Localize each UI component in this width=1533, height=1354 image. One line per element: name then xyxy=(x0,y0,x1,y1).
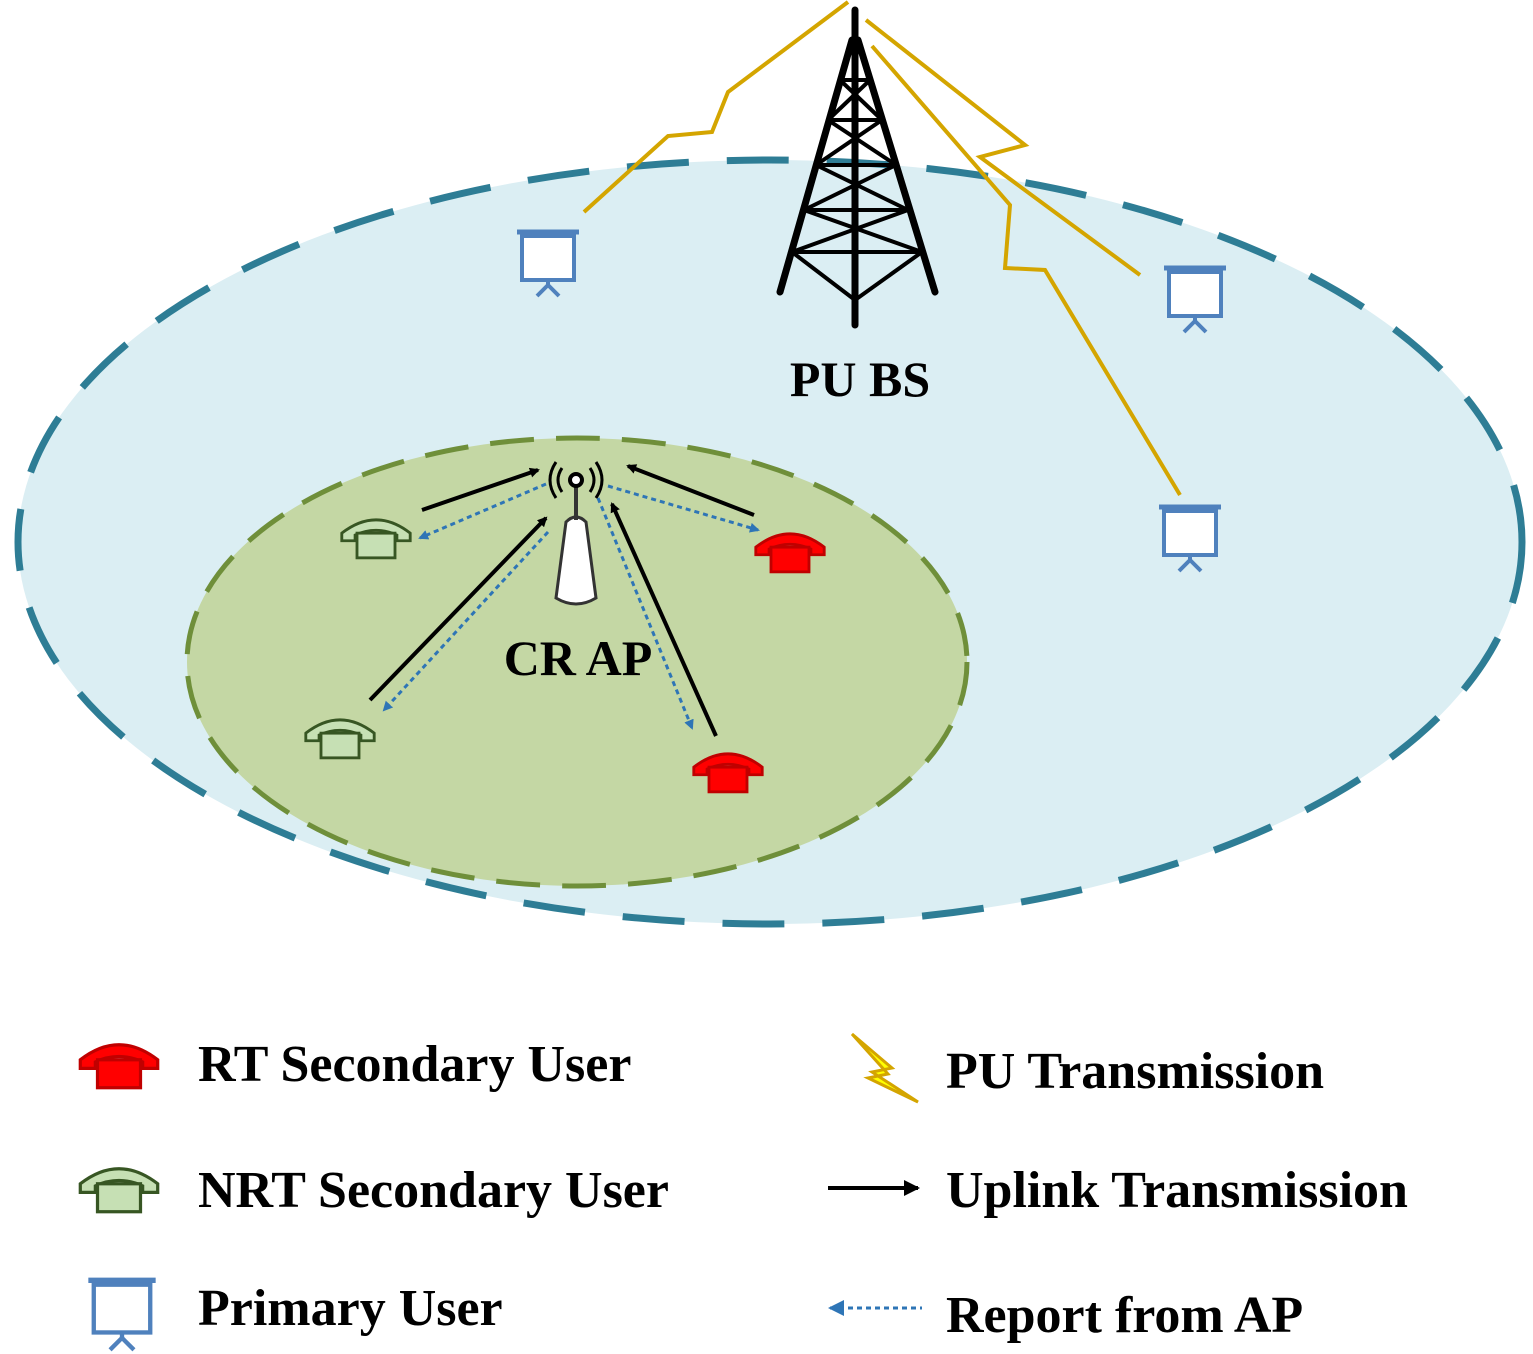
pu-link-right-2 xyxy=(870,44,1182,497)
legend-lightning-icon xyxy=(850,1032,919,1104)
antenna-icon xyxy=(548,461,604,606)
legend-primary-icon xyxy=(88,1280,155,1349)
pu-link-left xyxy=(582,0,850,214)
legend-rt-label: RT Secondary User xyxy=(198,1036,631,1093)
legend-pu-transmission-label: PU Transmission xyxy=(946,1043,1324,1100)
lattice-tower-icon xyxy=(776,6,939,329)
report-nrt-2 xyxy=(382,530,550,712)
uplink-nrt-1 xyxy=(421,467,540,512)
uplink-rt-1 xyxy=(626,464,755,517)
uplink-rt-2 xyxy=(610,502,718,737)
pu-bs-label: PU BS xyxy=(790,351,930,407)
uplink-links xyxy=(368,464,755,737)
report-nrt-1 xyxy=(418,482,547,540)
cr-ap-label: CR AP xyxy=(504,630,653,686)
legend: RT Secondary User NRT Secondary User Pri… xyxy=(78,1032,1408,1350)
uplink-nrt-2 xyxy=(368,516,548,702)
legend-nrt-icon xyxy=(78,1167,160,1214)
report-rt-2 xyxy=(596,497,694,730)
legend-rt-icon xyxy=(78,1043,160,1090)
report-rt-1 xyxy=(607,484,760,533)
pu-link-right-1 xyxy=(864,18,1142,277)
legend-primary-label: Primary User xyxy=(198,1280,503,1337)
legend-uplink-label: Uplink Transmission xyxy=(946,1162,1408,1219)
pu-transmission-links xyxy=(582,0,1182,497)
report-links xyxy=(382,482,760,730)
legend-nrt-label: NRT Secondary User xyxy=(198,1162,669,1219)
legend-report-label: Report from AP xyxy=(946,1287,1303,1344)
